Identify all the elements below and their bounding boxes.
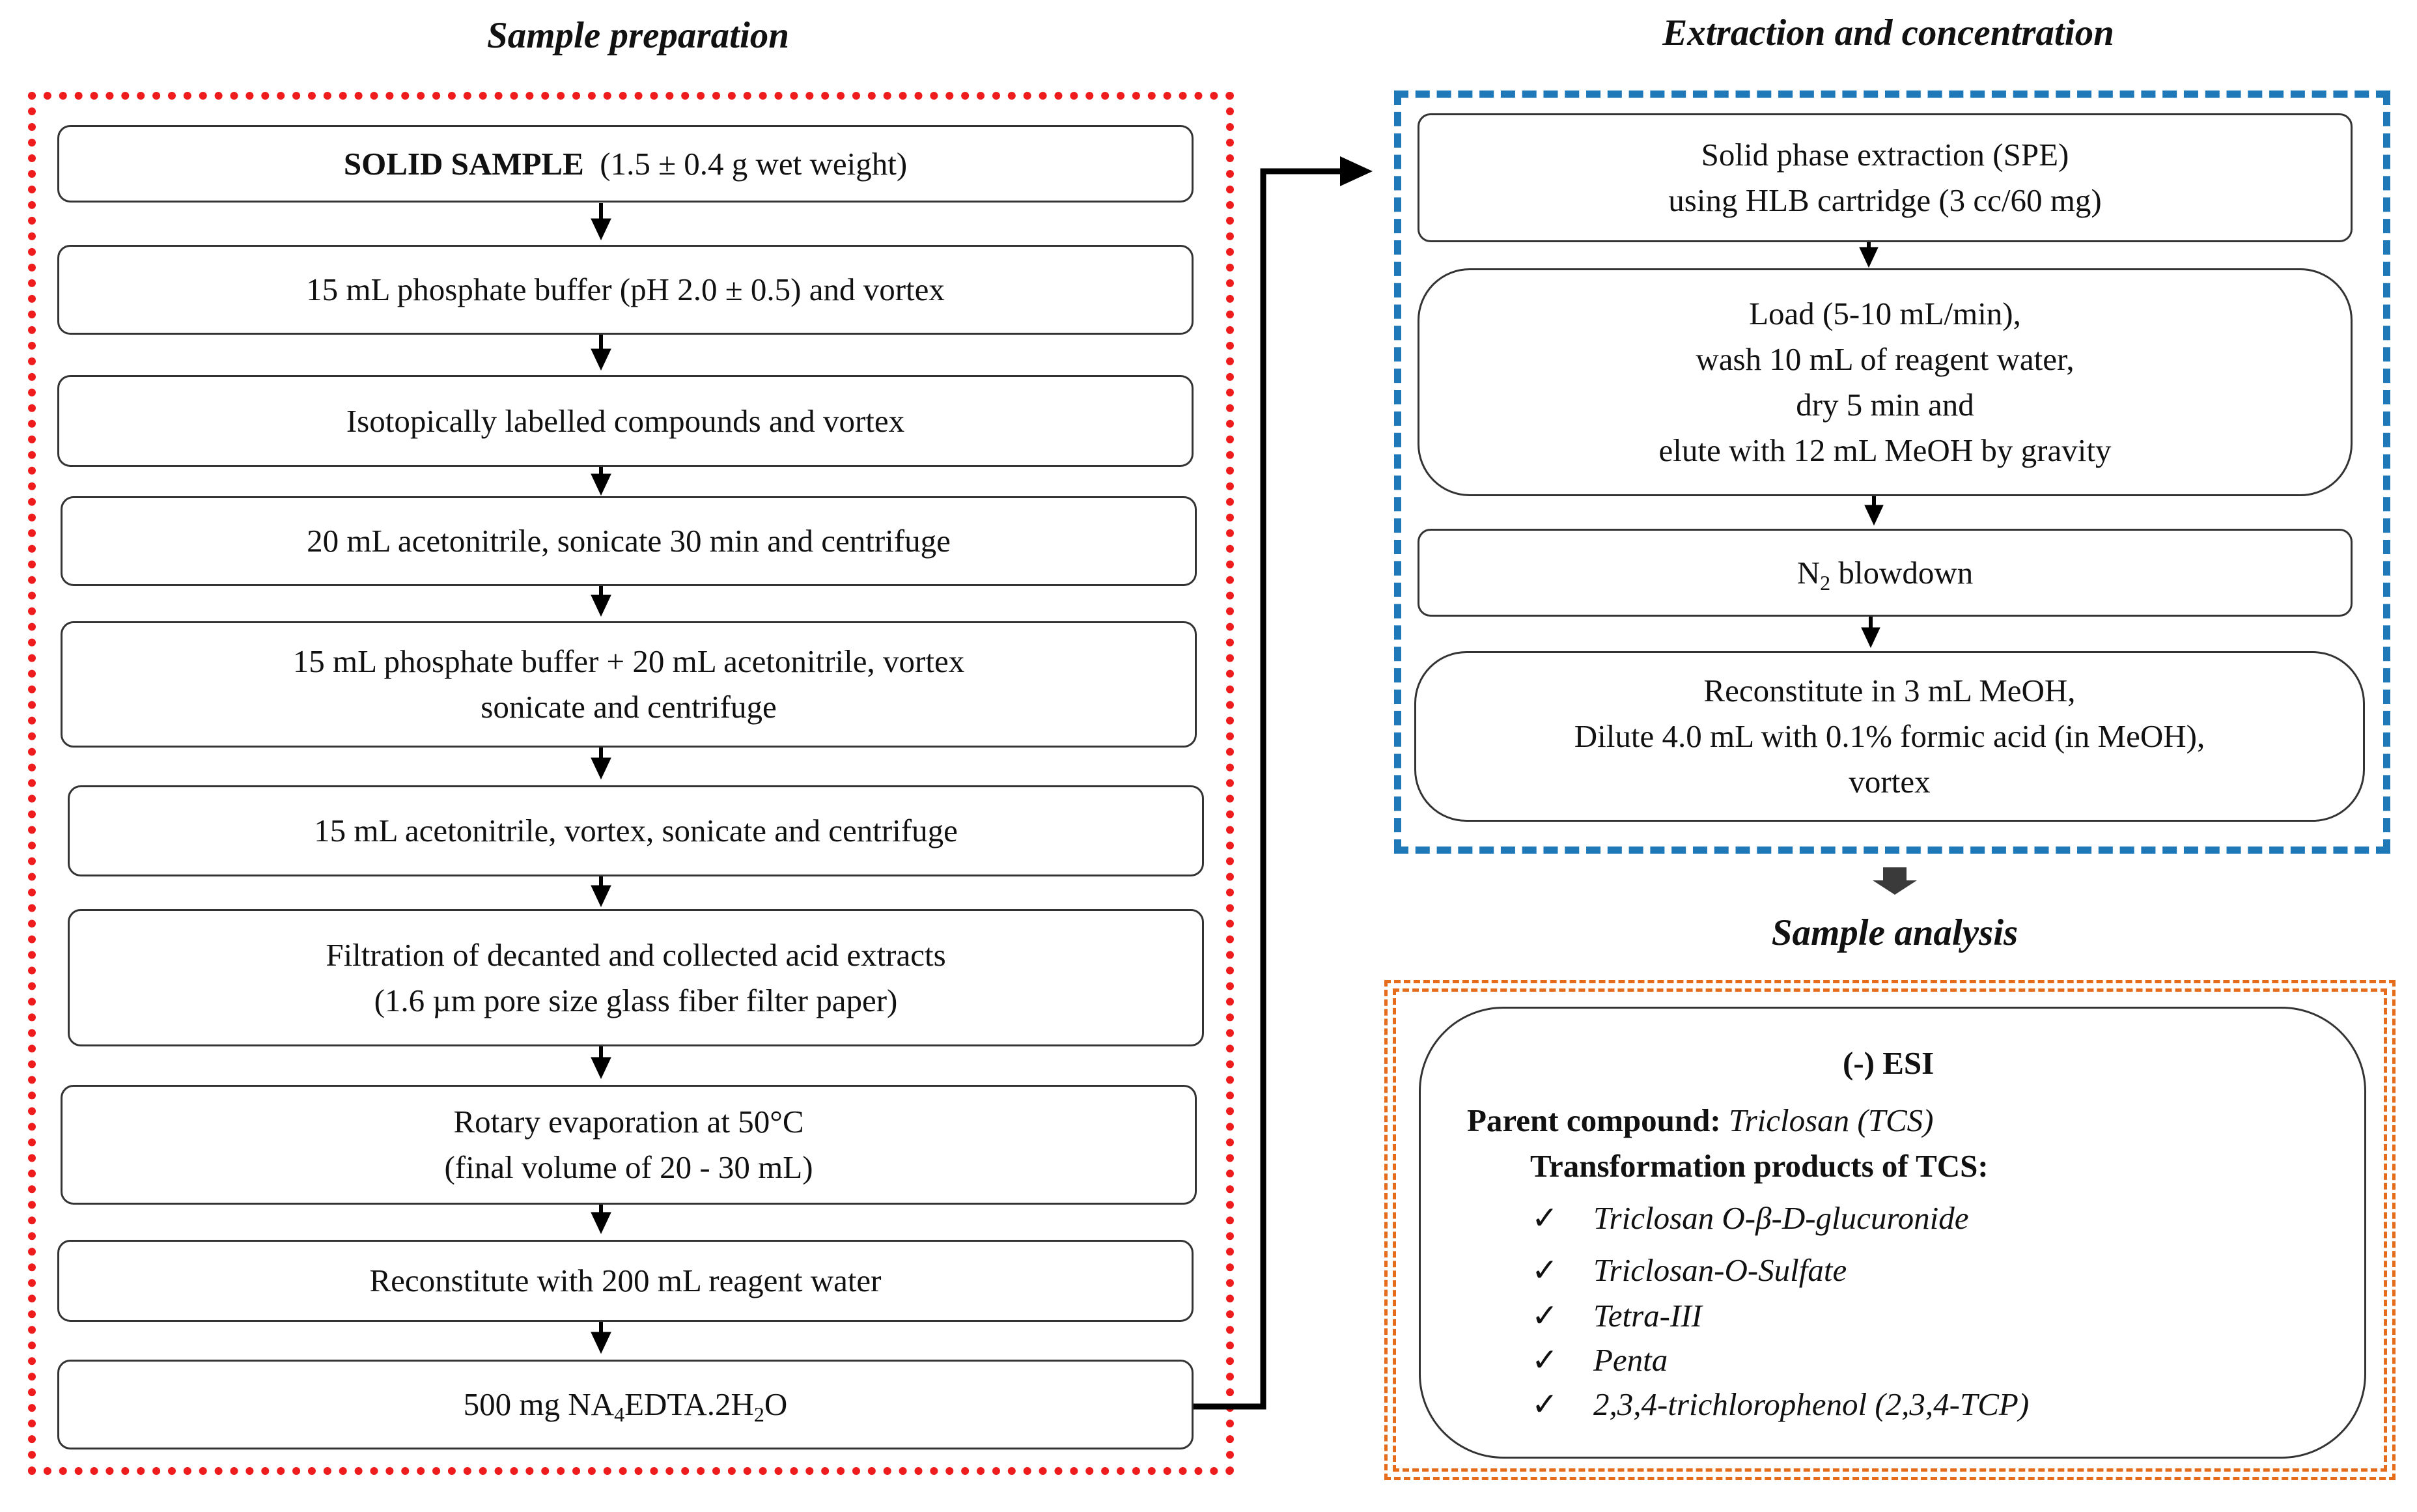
prep-step-8-line-2: (final volume of 20 - 30 mL)	[444, 1149, 813, 1185]
arrow-extract-3-4	[1861, 617, 1880, 649]
prep-step-5-line-1: 15 mL phosphate buffer + 20 mL acetonitr…	[292, 643, 965, 679]
extract-step-2-line-1: Load (5-10 mL/min),	[1749, 296, 2021, 331]
arrow-prep-7-8	[591, 1046, 611, 1080]
prep-step-phosphate-buffer: 15 mL phosphate buffer (pH 2.0 ± 0.5) an…	[57, 245, 1194, 335]
prep-step-5-line-2: sonicate and centrifuge	[481, 689, 777, 725]
check-icon: ✓	[1531, 1252, 1559, 1288]
prep-step-7-line-1: Filtration of decanted and collected aci…	[326, 936, 946, 973]
arrow-prep-2-3	[591, 335, 611, 371]
esi-mode-label: (-) ESI	[1843, 1045, 1935, 1081]
extract-step-load-wash-elute: Load (5-10 mL/min), wash 10 mL of reagen…	[1418, 268, 2353, 496]
extract-step-2-line-4: elute with 12 mL MeOH by gravity	[1658, 432, 2112, 468]
prep-step-9-text: Reconstitute with 200 mL reagent water	[369, 1263, 882, 1298]
prep-step-solid-sample: SOLID SAMPLE (1.5 ± 0.4 g wet weight)	[57, 125, 1194, 203]
analysis-panel	[1419, 1007, 2366, 1459]
prep-step-8-line-1: Rotary evaporation at 50°C	[453, 1104, 804, 1140]
check-icon: ✓	[1531, 1386, 1559, 1422]
prep-step-acetonitrile-20: 20 mL acetonitrile, sonicate 30 min and …	[61, 496, 1197, 586]
sample-preparation-frame	[28, 92, 1234, 1475]
title-sample-preparation: Sample preparation	[487, 15, 789, 56]
arrow-prep-1-2	[591, 203, 611, 241]
tp-item-sulfate: ✓Triclosan-O-Sulfate	[1531, 1252, 1847, 1288]
prep-step-isotopic-labels: Isotopically labelled compounds and vort…	[57, 375, 1194, 467]
solid-sample-weight: (1.5 ± 0.4 g wet weight)	[600, 145, 908, 182]
extract-step-4-line-1: Reconstitute in 3 mL MeOH,	[1703, 673, 2076, 708]
check-icon: ✓	[1531, 1342, 1559, 1378]
extract-step-4-line-3: vortex	[1849, 764, 1931, 800]
extract-step-n2-blowdown: N2 blowdown	[1418, 529, 2353, 617]
tp-item-trichlorophenol: ✓2,3,4-trichlorophenol (2,3,4-TCP)	[1531, 1386, 2030, 1422]
parent-compound-line: Parent compound: Triclosan (TCS)	[1467, 1102, 1934, 1139]
extract-down-arrows	[1859, 242, 1884, 649]
extract-step-3-text: N2 blowdown	[1796, 554, 1974, 595]
prep-step-rotary-evaporation: Rotary evaporation at 50°C (final volume…	[61, 1085, 1197, 1205]
extraction-to-analysis-block-arrow	[1873, 867, 1917, 895]
extract-step-2-line-3: dry 5 min and	[1796, 387, 1974, 423]
prep-step-acetonitrile-15: 15 mL acetonitrile, vortex, sonicate and…	[68, 785, 1204, 876]
analysis-frame-inner	[1393, 988, 2387, 1472]
prep-step-10-text: 500 mg NA4EDTA.2H2O	[463, 1386, 788, 1426]
tp-item-glucuronide: ✓Triclosan O-β-D-glucuronide	[1531, 1200, 1969, 1236]
analysis-frame-outer	[1384, 980, 2396, 1480]
solid-sample-label: SOLID SAMPLE	[343, 145, 584, 182]
transformation-products-label: Transformation products of TCS:	[1530, 1148, 1989, 1184]
extract-step-2-line-2: wash 10 mL of reagent water,	[1696, 341, 2075, 377]
prep-step-2-text: 15 mL phosphate buffer (pH 2.0 ± 0.5) an…	[306, 272, 945, 307]
prep-step-filtration: Filtration of decanted and collected aci…	[68, 909, 1204, 1046]
extract-step-1-line-1: Solid phase extraction (SPE)	[1701, 137, 2069, 173]
arrow-prep-4-5	[591, 586, 611, 617]
arrow-extract-1-2	[1859, 242, 1879, 268]
title-extraction-concentration: Extraction and concentration	[1662, 12, 2114, 53]
arrow-prep-6-7	[591, 876, 611, 908]
extract-step-spe: Solid phase extraction (SPE) using HLB c…	[1418, 113, 2353, 242]
prep-step-reconstitute-water: Reconstitute with 200 mL reagent water	[57, 1240, 1194, 1322]
tp-item-tetra-iii: ✓Tetra-III	[1531, 1298, 1702, 1334]
extract-step-reconstitute-dilute: Reconstitute in 3 mL MeOH, Dilute 4.0 mL…	[1414, 651, 2365, 822]
arrow-prep-5-6	[591, 748, 611, 780]
title-sample-analysis: Sample analysis	[1771, 912, 2019, 953]
prep-down-arrows	[591, 203, 611, 1354]
check-icon: ✓	[1531, 1298, 1559, 1334]
extraction-frame	[1394, 91, 2390, 854]
check-icon: ✓	[1531, 1200, 1559, 1236]
extract-step-1-line-2: using HLB cartridge (3 cc/60 mg)	[1668, 182, 2102, 218]
prep-step-4-text: 20 mL acetonitrile, sonicate 30 min and …	[307, 523, 951, 559]
arrow-prep-3-4	[591, 467, 611, 496]
arrow-extract-2-3	[1864, 496, 1884, 526]
prep-step-na4edta: 500 mg NA4EDTA.2H2O	[57, 1360, 1194, 1449]
prep-to-extraction-connector	[1194, 156, 1373, 1410]
prep-step-6-text: 15 mL acetonitrile, vortex, sonicate and…	[314, 813, 958, 848]
parent-compound-label: Parent compound:	[1467, 1102, 1721, 1138]
tp-item-penta: ✓Penta	[1531, 1342, 1668, 1378]
parent-compound-value: Triclosan (TCS)	[1729, 1102, 1934, 1138]
arrow-prep-8-9	[591, 1205, 611, 1235]
arrow-prep-9-10	[591, 1322, 611, 1354]
prep-step-7-line-2: (1.6 µm pore size glass fiber filter pap…	[374, 982, 898, 1018]
prep-step-buffer-acetonitrile: 15 mL phosphate buffer + 20 mL acetonitr…	[61, 621, 1197, 748]
prep-step-3-text: Isotopically labelled compounds and vort…	[346, 402, 905, 439]
extract-step-4-line-2: Dilute 4.0 mL with 0.1% formic acid (in …	[1574, 718, 2205, 754]
